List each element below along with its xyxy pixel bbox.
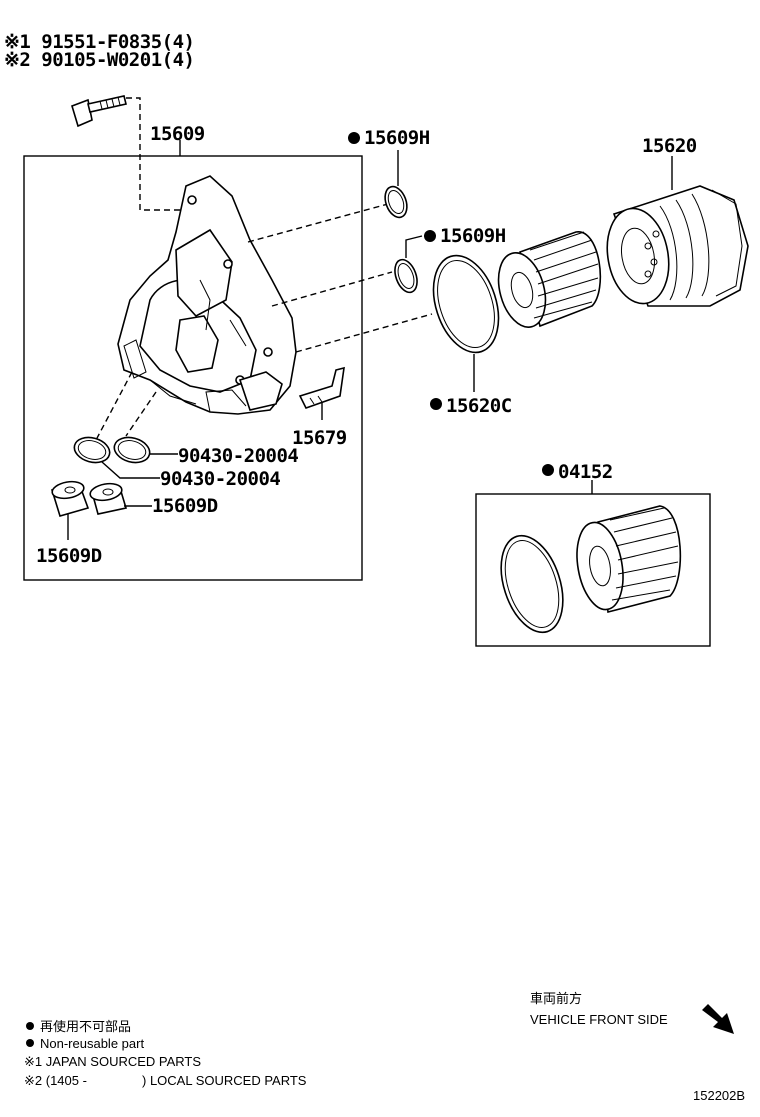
label-housing[interactable]: 15609 [150,123,205,145]
label-cap-oring[interactable]: 15620C [446,395,512,417]
label-oring-lower[interactable]: 15609H [440,225,506,247]
bracket-icon[interactable] [298,366,345,409]
kit-oring-icon[interactable] [490,528,574,640]
kit-element-icon[interactable] [571,505,682,614]
gasket-a-icon[interactable] [72,434,113,466]
cap-oring-icon[interactable] [422,247,510,361]
bolt-leader [126,97,188,211]
label-filter-cap[interactable]: 15620 [642,135,697,157]
legend-note-2-prefix: ※2 (1405 - [24,1073,87,1088]
nonreusable-dot-icon [26,1039,34,1047]
filter-cap-icon[interactable] [600,185,749,308]
label-gasket-b[interactable]: 90430-20004 [160,468,281,490]
note-part-1[interactable]: ※1 91551-F0835(4) [4,31,195,53]
gasket-b-icon[interactable] [112,434,153,466]
legend-note-1: ※1 JAPAN SOURCED PARTS [24,1054,201,1069]
label-plug-right[interactable]: 15609D [152,495,218,517]
filter-element-icon[interactable] [491,231,602,333]
label-bracket[interactable]: 15679 [292,427,347,449]
bolt-icon[interactable] [71,95,127,128]
plug-left-icon[interactable] [50,479,90,517]
nonreusable-dot-icon [26,1022,34,1030]
direction-label-en: VEHICLE FRONT SIDE [530,1012,668,1027]
oring-upper-icon[interactable] [381,184,411,221]
label-gasket-a[interactable]: 90430-20004 [178,445,299,467]
label-oring-upper[interactable]: 15609H [364,127,430,149]
housing-frame [23,155,363,581]
direction-label-jp: 車両前方 [530,991,582,1006]
legend-note-2-suffix: ) LOCAL SOURCED PARTS [142,1073,307,1088]
nonreusable-dot-icon [424,230,436,242]
legend-nonreusable-jp: 再使用不可部品 [40,1019,131,1034]
element-kit-frame [475,493,711,647]
oil-filter-housing[interactable] [117,175,297,415]
label-element-kit[interactable]: 04152 [558,461,613,483]
nonreusable-dot-icon [542,464,554,476]
front-direction-arrow-icon [702,1004,734,1034]
plug-right-icon[interactable] [89,481,128,515]
nonreusable-dot-icon [348,132,360,144]
note-part-2[interactable]: ※2 90105-W0201(4) [4,49,195,71]
label-plug-left[interactable]: 15609D [36,545,102,567]
oring-lower-icon[interactable] [391,257,421,296]
nonreusable-dot-icon [430,398,442,410]
diagram-id: 152202B [693,1088,745,1103]
legend-nonreusable-en: Non-reusable part [40,1036,144,1051]
